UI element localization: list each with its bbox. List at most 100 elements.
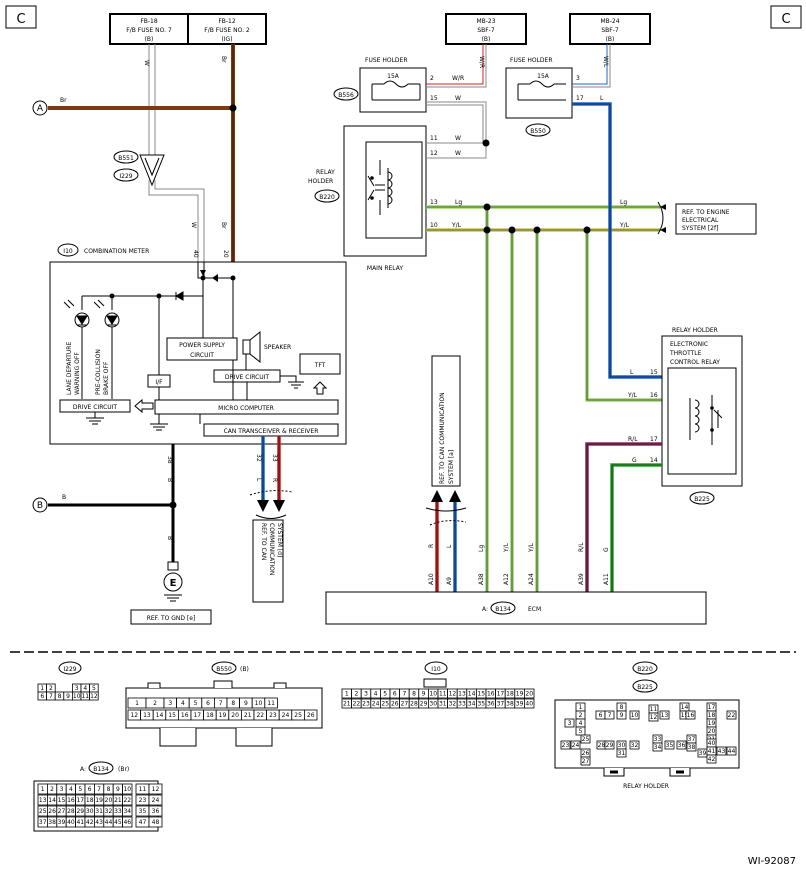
pin-label: 14 xyxy=(156,712,164,719)
pin-label: 3 xyxy=(568,720,572,727)
wire-rl xyxy=(585,442,662,592)
svg-text:SYSTEM [a]: SYSTEM [a] xyxy=(448,450,455,484)
pin-label: 15 xyxy=(681,712,689,719)
svg-text:Br: Br xyxy=(220,222,227,229)
svg-text:MICRO COMPUTER: MICRO COMPUTER xyxy=(218,405,274,412)
pin-label: 42 xyxy=(708,756,716,763)
pin-label: 5 xyxy=(92,685,96,692)
svg-text:REF. TO ENGINE: REF. TO ENGINE xyxy=(682,209,730,216)
pin-label: 22 xyxy=(256,712,264,719)
pin-label: 6 xyxy=(40,693,44,700)
svg-text:C: C xyxy=(781,12,790,27)
pin-label: 6 xyxy=(393,691,397,698)
pin-label: 3 xyxy=(168,700,172,707)
svg-text:I229: I229 xyxy=(119,173,132,180)
svg-text:16: 16 xyxy=(650,392,658,399)
pin-label: 24 xyxy=(372,701,380,708)
svg-text:REF. TO CAN COMMUNICATION: REF. TO CAN COMMUNICATION xyxy=(439,392,446,484)
pin-cell xyxy=(303,709,318,721)
svg-text:13: 13 xyxy=(430,199,438,206)
pin-label: 18 xyxy=(206,712,214,719)
pin-cell xyxy=(122,794,133,806)
pin-label: 27 xyxy=(401,701,409,708)
pin-label: 12 xyxy=(152,786,160,793)
tag-b551: B551 xyxy=(113,150,139,164)
svg-text:W/L: W/L xyxy=(602,56,609,68)
svg-text:W: W xyxy=(143,60,150,66)
svg-text:POWER SUPPLY: POWER SUPPLY xyxy=(179,342,225,349)
pin-label: 36 xyxy=(152,808,160,815)
pin-cell xyxy=(89,691,99,701)
pin-label: 39 xyxy=(699,750,707,757)
pin-label: 12 xyxy=(449,691,457,698)
pin-cell xyxy=(676,740,687,750)
pin-label: 3 xyxy=(75,685,79,692)
pin-label: 32 xyxy=(449,701,457,708)
svg-text:MAIN RELAY: MAIN RELAY xyxy=(367,265,404,272)
svg-text:SYSTEM [d]: SYSTEM [d] xyxy=(276,523,283,557)
svg-text:I/F: I/F xyxy=(155,379,163,386)
pin-label: 29 xyxy=(420,701,428,708)
svg-text:DRIVE CIRCUIT: DRIVE CIRCUIT xyxy=(73,404,118,411)
pin-label: 26 xyxy=(48,808,56,815)
svg-text:11: 11 xyxy=(430,135,438,142)
svg-text:CIRCUIT: CIRCUIT xyxy=(190,352,214,359)
svg-text:A11: A11 xyxy=(603,573,610,585)
pin-label: 48 xyxy=(152,819,160,826)
svg-text:E: E xyxy=(170,578,177,589)
pin-cell xyxy=(685,710,696,720)
svg-text:W: W xyxy=(455,135,461,142)
pre-label-2: BRAKE OFF xyxy=(103,361,110,395)
pin-label: 47 xyxy=(139,819,147,826)
svg-text:R: R xyxy=(428,544,435,548)
svg-text:Br: Br xyxy=(60,97,67,104)
svg-text:THROTTLE: THROTTLE xyxy=(669,350,702,357)
corner-label-right: C xyxy=(770,5,802,29)
pin-label: 36 xyxy=(678,742,686,749)
svg-text:(B): (B) xyxy=(606,36,615,43)
pin-label: 1 xyxy=(579,704,583,711)
svg-text:14: 14 xyxy=(650,457,658,464)
pin-label: 38 xyxy=(506,701,514,708)
pin-label: 31 xyxy=(95,808,103,815)
pin-label: 18 xyxy=(708,712,716,719)
tft-display: TFT xyxy=(299,353,341,375)
ref-can-vertical xyxy=(431,355,461,487)
pin-cell xyxy=(629,710,640,720)
pin-label: 10 xyxy=(73,693,81,700)
pin-label: 15 xyxy=(477,691,485,698)
svg-text:A: A xyxy=(37,104,44,114)
svg-text:RELAY HOLDER: RELAY HOLDER xyxy=(672,327,718,334)
svg-text:B550: B550 xyxy=(530,128,546,135)
svg-text:R/L: R/L xyxy=(578,542,585,552)
ground-e: E xyxy=(163,561,183,602)
svg-text:A38: A38 xyxy=(478,573,485,585)
pin-label: 13 xyxy=(143,712,151,719)
pin-label: 25 xyxy=(381,701,389,708)
pin-label: 15 xyxy=(58,797,66,804)
svg-text:A24: A24 xyxy=(528,573,535,585)
svg-text:B225: B225 xyxy=(694,496,710,503)
pin-label: 23 xyxy=(562,742,570,749)
pin-cell xyxy=(686,742,697,752)
node-b: B xyxy=(32,497,48,513)
svg-text:I229: I229 xyxy=(63,666,76,673)
pin-cell xyxy=(604,710,615,720)
pin-label: 23 xyxy=(362,701,370,708)
pin-label: 9 xyxy=(620,712,624,719)
pin-label: 9 xyxy=(66,693,70,700)
pin-label: 19 xyxy=(95,797,103,804)
svg-text:15: 15 xyxy=(650,369,658,376)
pin-label: 11 xyxy=(139,786,147,793)
wire-yl xyxy=(426,228,662,592)
pin-cell xyxy=(148,816,163,828)
pin-label: 34 xyxy=(654,744,662,751)
pin-label: 6 xyxy=(206,700,210,707)
pin-label: 15 xyxy=(168,712,176,719)
pin-label: 11 xyxy=(267,700,275,707)
tag-i229: I229 xyxy=(113,168,139,182)
pin-label: 20 xyxy=(231,712,239,719)
